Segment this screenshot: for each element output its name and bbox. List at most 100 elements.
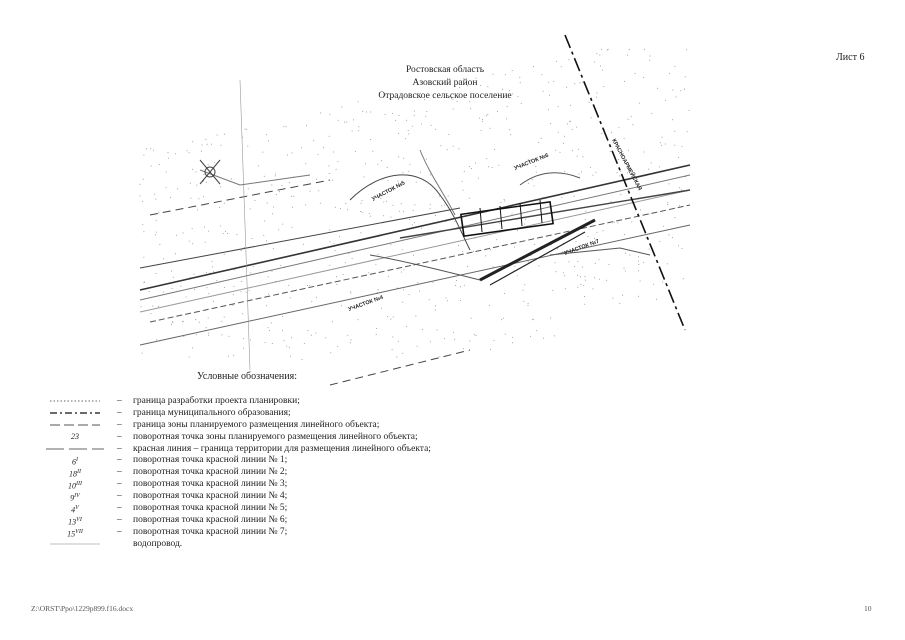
- survey-dot: [286, 345, 288, 347]
- survey-dot: [185, 296, 187, 298]
- survey-dot: [272, 247, 274, 249]
- survey-dot: [467, 266, 468, 268]
- survey-dot: [419, 290, 420, 292]
- survey-dot: [409, 163, 411, 165]
- survey-dot: [642, 261, 644, 263]
- survey-dot: [363, 176, 365, 178]
- survey-dot: [240, 249, 242, 251]
- survey-dot: [354, 151, 356, 153]
- survey-dot: [291, 206, 293, 208]
- survey-dot: [268, 330, 270, 331]
- survey-dot: [336, 283, 338, 285]
- survey-dot: [307, 285, 309, 287]
- survey-dot: [196, 184, 198, 186]
- survey-dot: [557, 106, 559, 108]
- survey-dot: [662, 281, 664, 283]
- project-boundary-symbol: [40, 395, 110, 407]
- survey-dot: [649, 59, 651, 61]
- survey-dot: [680, 90, 682, 92]
- survey-dot: [220, 225, 222, 227]
- survey-dot: [182, 232, 184, 234]
- survey-dot: [585, 210, 587, 212]
- survey-dot: [328, 165, 330, 167]
- survey-dot: [628, 49, 630, 50]
- survey-dot: [293, 195, 295, 197]
- survey-dot: [358, 126, 360, 128]
- survey-dot: [456, 280, 457, 282]
- survey-dot: [628, 149, 630, 151]
- survey-dot: [469, 340, 471, 342]
- survey-dot: [216, 134, 218, 136]
- survey-dot: [584, 303, 586, 305]
- survey-dot: [664, 143, 666, 145]
- survey-dot: [403, 289, 404, 291]
- survey-dot: [504, 333, 506, 335]
- survey-dot: [570, 120, 571, 122]
- survey-dot: [243, 247, 245, 249]
- survey-dot: [188, 152, 190, 154]
- survey-dot: [671, 237, 673, 239]
- legend-text: поворотная точка красной линии № 3;: [133, 479, 288, 490]
- survey-dot: [489, 127, 491, 129]
- survey-dot: [171, 270, 172, 272]
- legend-text: водопровод.: [133, 538, 183, 549]
- survey-dot: [589, 167, 591, 169]
- survey-dot: [266, 202, 268, 204]
- road-corridor: [139, 79, 691, 386]
- survey-dot: [144, 281, 146, 283]
- survey-dot: [328, 173, 330, 174]
- survey-dot: [214, 162, 216, 164]
- survey-dot: [606, 49, 608, 51]
- legend-item: – граница разработки проекта планировки;: [40, 395, 540, 407]
- survey-dot: [334, 206, 336, 208]
- survey-dot: [583, 285, 585, 287]
- survey-dot: [198, 321, 200, 323]
- legend-dash: –: [117, 479, 122, 490]
- survey-dot: [446, 300, 448, 302]
- legend-dash: –: [117, 419, 122, 430]
- survey-dot: [282, 316, 284, 317]
- survey-dot: [429, 208, 431, 210]
- survey-dot: [266, 134, 268, 136]
- survey-dot: [550, 123, 552, 124]
- water-pipe-symbol: [40, 538, 110, 550]
- survey-dot: [351, 258, 353, 259]
- survey-dot: [488, 304, 490, 306]
- survey-dot: [370, 139, 372, 140]
- survey-dot: [463, 284, 465, 286]
- legend-text: поворотная точка красной линии № 7;: [133, 526, 288, 537]
- survey-dot: [177, 188, 179, 190]
- survey-dot: [498, 164, 500, 166]
- survey-dot: [538, 265, 540, 267]
- survey-dot: [213, 300, 214, 302]
- survey-dot: [165, 187, 167, 189]
- survey-dot: [143, 282, 145, 284]
- plot-4-label: УЧАСТОК №4: [348, 294, 385, 312]
- survey-dot: [592, 174, 594, 176]
- legend-item: водопровод.: [40, 538, 540, 550]
- survey-dot: [600, 65, 602, 67]
- survey-dot: [165, 171, 167, 173]
- survey-dot: [365, 163, 366, 165]
- survey-dot: [501, 88, 503, 90]
- survey-dot: [221, 334, 223, 336]
- survey-dot: [447, 195, 449, 197]
- survey-dot: [291, 337, 292, 339]
- survey-dot: [376, 327, 378, 329]
- survey-dot: [172, 276, 174, 278]
- survey-dot: [469, 166, 471, 167]
- survey-dot: [678, 245, 679, 247]
- survey-dot: [429, 341, 431, 343]
- survey-dot: [220, 144, 222, 146]
- survey-dot: [681, 189, 683, 191]
- survey-dot: [316, 178, 318, 180]
- legend-dash: –: [117, 455, 122, 466]
- survey-dot: [390, 216, 392, 218]
- survey-dot: [365, 111, 367, 113]
- survey-dot: [631, 221, 633, 223]
- survey-dot: [406, 325, 408, 327]
- planning-map: КРАСНОАРМЕЙСКАЯ УЧАСТОК №5 УЧАСТОК №6 УЧ…: [139, 34, 691, 386]
- survey-dot: [648, 248, 650, 250]
- survey-dot: [384, 113, 386, 115]
- survey-dot: [207, 164, 209, 166]
